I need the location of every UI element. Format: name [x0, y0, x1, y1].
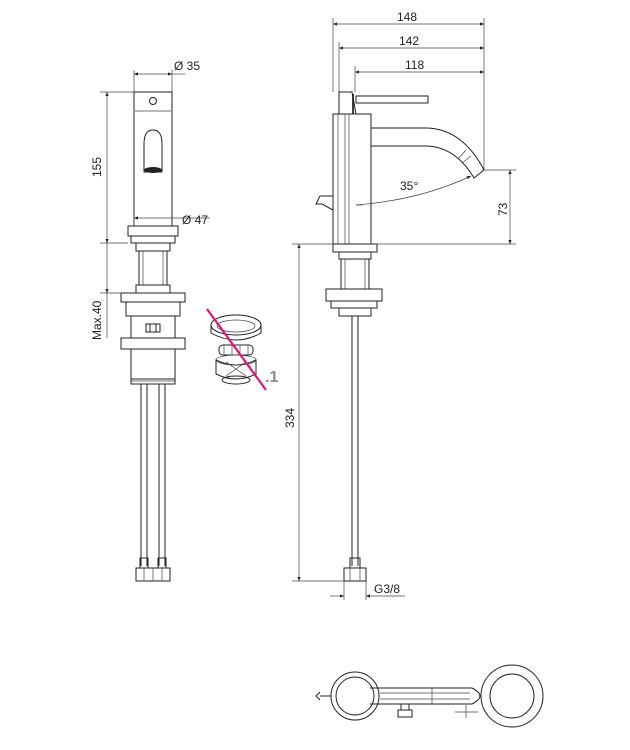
variant-suffix: .1	[265, 369, 278, 386]
side-view: 148 142 118	[283, 10, 516, 600]
height-73-label: 73	[496, 202, 510, 216]
top-view	[315, 664, 544, 728]
width-118-dimension: 118	[354, 58, 484, 92]
height-334-dimension: 334	[283, 243, 344, 582]
front-view: Ø 35 Ø 47	[90, 59, 210, 582]
width-148-dimension: 148	[332, 10, 485, 170]
height-334-label: 334	[283, 408, 297, 428]
diameter-35-label: Ø 35	[174, 59, 200, 73]
faucet-body-front: Ø 47	[120, 91, 210, 582]
width-118-label: 118	[405, 58, 424, 72]
waste-drawing	[210, 314, 262, 385]
not-included-strike	[206, 308, 267, 391]
height-155-label: 155	[90, 157, 104, 177]
thread-g38-label: G3/8	[374, 582, 400, 596]
width-142-dimension: 142	[338, 34, 484, 92]
diameter-47-label: Ø 47	[182, 213, 208, 227]
height-155-dimension: 155	[90, 91, 134, 244]
angle-35-label: 35°	[400, 179, 418, 193]
height-73-dimension: 73	[377, 169, 516, 245]
pop-up-waste-variant: .1	[206, 308, 278, 391]
width-148-label: 148	[397, 10, 417, 24]
width-142-label: 142	[399, 34, 419, 48]
max-40-label: Max.40	[90, 300, 104, 340]
thread-g38-dimension: G3/8	[330, 581, 405, 600]
diameter-35-dimension: Ø 35	[133, 59, 200, 92]
faucet-body-side: 35°	[315, 91, 485, 582]
max-40-dimension: Max.40	[90, 243, 121, 340]
